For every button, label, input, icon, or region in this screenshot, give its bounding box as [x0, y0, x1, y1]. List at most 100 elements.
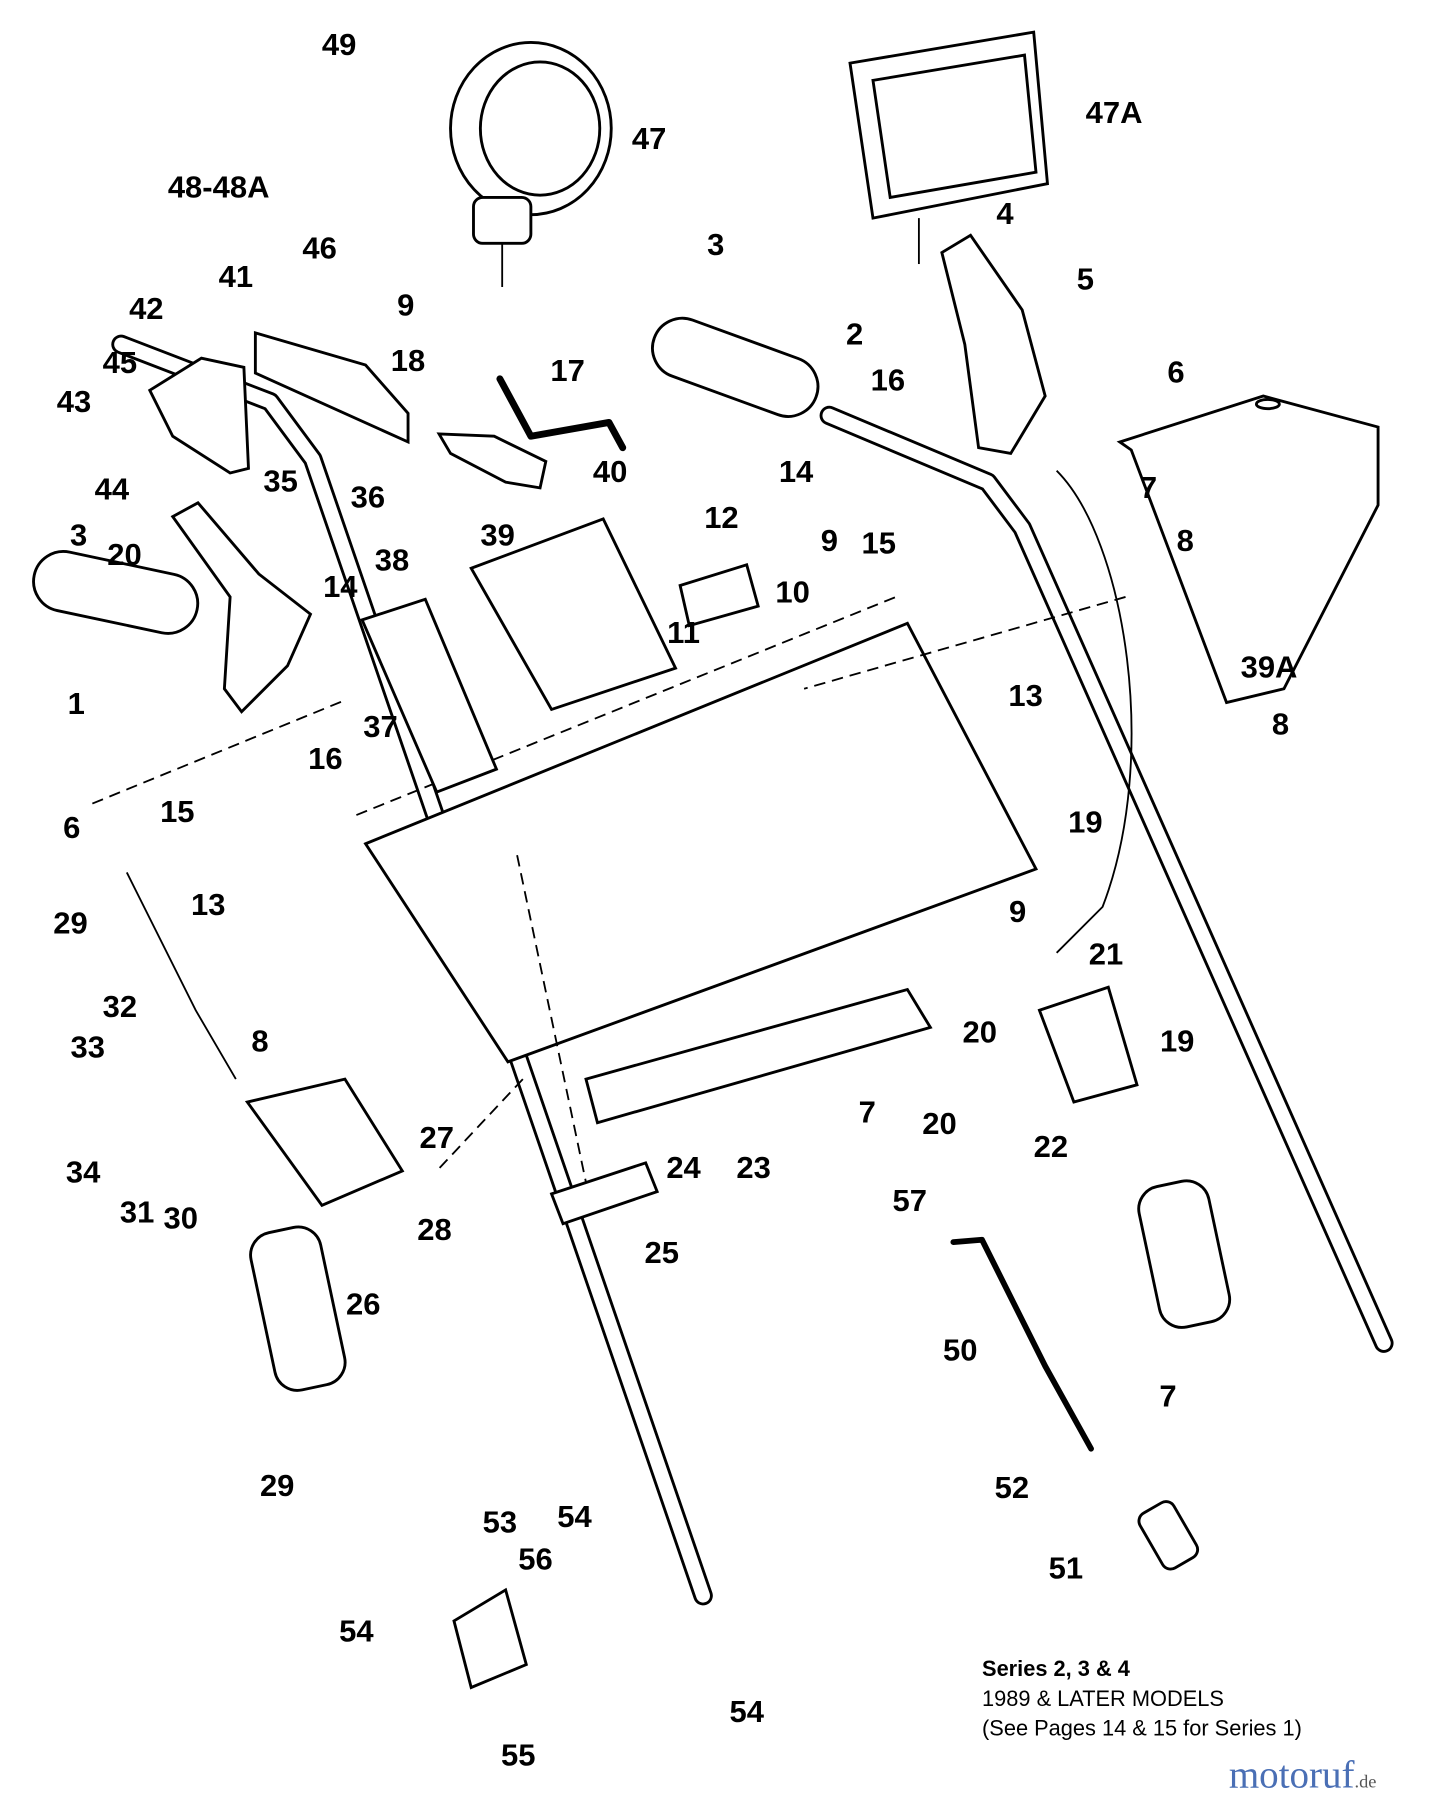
- callout-25: 25: [645, 1235, 679, 1270]
- callout-56: 56: [518, 1541, 552, 1576]
- callout-55: 55: [501, 1738, 535, 1773]
- callout-43: 43: [57, 384, 91, 419]
- callout-30: 30: [164, 1200, 198, 1235]
- callout-17: 17: [550, 353, 584, 388]
- callout-36: 36: [351, 479, 385, 514]
- callout-44: 44: [95, 471, 130, 506]
- callout-13: 13: [1008, 678, 1042, 713]
- callout-9: 9: [821, 523, 838, 558]
- callout-26: 26: [346, 1286, 380, 1321]
- callout-7: 7: [1140, 470, 1157, 505]
- callout-23: 23: [736, 1150, 770, 1185]
- callout-7: 7: [859, 1095, 876, 1130]
- callout-57: 57: [892, 1183, 926, 1218]
- callout-7: 7: [1159, 1378, 1176, 1413]
- callout-48-48a: 48-48A: [168, 169, 270, 204]
- callout-11: 11: [667, 615, 700, 650]
- decal-12: [678, 562, 760, 628]
- bracket-41: [253, 330, 410, 445]
- note-line-3: (See Pages 14 & 15 for Series 1): [982, 1716, 1302, 1741]
- lever-4: [940, 233, 1047, 456]
- callout-1: 1: [68, 686, 85, 721]
- callout-20: 20: [922, 1106, 956, 1141]
- callout-50: 50: [943, 1332, 977, 1367]
- callout-16: 16: [871, 362, 905, 397]
- callout-14: 14: [323, 569, 358, 604]
- callout-52: 52: [995, 1470, 1029, 1505]
- callout-21: 21: [1089, 936, 1123, 971]
- callout-29: 29: [260, 1468, 294, 1503]
- callout-41: 41: [219, 259, 253, 294]
- bracket-53: [452, 1587, 529, 1690]
- cable-cylinder-right: [1137, 1179, 1232, 1329]
- callout-8: 8: [1272, 707, 1289, 742]
- callout-54: 54: [729, 1694, 764, 1729]
- callout-22: 22: [1034, 1129, 1068, 1164]
- callout-40: 40: [593, 454, 627, 489]
- motoruf-watermark: motoruf.de: [1229, 1753, 1377, 1796]
- callout-27: 27: [420, 1120, 454, 1155]
- callout-9: 9: [1009, 894, 1026, 929]
- bracket-22: [1037, 985, 1139, 1104]
- callout-4: 4: [996, 196, 1014, 231]
- rectangular-work-light-47a: [848, 30, 1050, 265]
- callout-53: 53: [483, 1505, 517, 1540]
- callout-3: 3: [707, 227, 724, 262]
- callout-29: 29: [53, 905, 87, 940]
- note-line-1: Series 2, 3 & 4: [982, 1656, 1130, 1681]
- callout-54: 54: [557, 1499, 592, 1534]
- callout-31: 31: [120, 1195, 154, 1230]
- callout-3: 3: [70, 517, 87, 552]
- rod-end-51: [1137, 1500, 1200, 1571]
- callout-12: 12: [704, 500, 738, 535]
- decal-39: [469, 517, 678, 712]
- callout-15: 15: [861, 525, 895, 560]
- callout-49: 49: [322, 27, 356, 62]
- round-work-light-47: [449, 41, 613, 287]
- callout-37: 37: [363, 709, 397, 744]
- note-line-2: 1989 & LATER MODELS: [982, 1686, 1224, 1711]
- series-note: Series 2, 3 & 4 1989 & LATER MODELS (See…: [982, 1656, 1302, 1741]
- callout-15: 15: [160, 794, 194, 829]
- callout-6: 6: [1167, 354, 1184, 389]
- callout-5: 5: [1077, 261, 1094, 296]
- cable-cylinder-left: [249, 1225, 347, 1392]
- cable-7: [1055, 470, 1133, 954]
- callout-8: 8: [1177, 523, 1194, 558]
- rod-17: [496, 375, 627, 452]
- bracket-42: [147, 356, 250, 475]
- callout-14: 14: [779, 454, 814, 489]
- callout-47a: 47A: [1086, 95, 1143, 130]
- callout-35: 35: [263, 463, 297, 498]
- callout-46: 46: [302, 230, 336, 265]
- callout-47: 47: [632, 121, 666, 156]
- callout-39a: 39A: [1241, 649, 1298, 684]
- callout-39: 39: [480, 517, 514, 552]
- control-panel-10: [363, 621, 1039, 1064]
- right-handle-2: [819, 405, 1394, 1353]
- callout-6: 6: [63, 810, 80, 845]
- callout-9: 9: [397, 288, 414, 323]
- lever-36: [170, 500, 313, 714]
- decal-25: [549, 1161, 660, 1226]
- callout-19: 19: [1160, 1024, 1194, 1059]
- lever-40: [436, 432, 548, 490]
- callout-38: 38: [375, 543, 409, 578]
- callout-8: 8: [251, 1024, 268, 1059]
- callout-13: 13: [191, 887, 225, 922]
- grip-3-left: [32, 550, 200, 635]
- callout-19: 19: [1068, 804, 1102, 839]
- cable-29: [125, 872, 237, 1080]
- callout-28: 28: [417, 1212, 451, 1247]
- callout-54: 54: [339, 1614, 374, 1649]
- callout-20: 20: [963, 1014, 997, 1049]
- callout-32: 32: [103, 989, 137, 1024]
- callout-24: 24: [666, 1150, 701, 1185]
- grip-3-right: [651, 316, 820, 418]
- rod-50: [950, 1236, 1094, 1452]
- callout-16: 16: [308, 741, 342, 776]
- callout-10: 10: [775, 575, 809, 610]
- callout-51: 51: [1049, 1550, 1083, 1585]
- shield-39a: [1116, 394, 1380, 705]
